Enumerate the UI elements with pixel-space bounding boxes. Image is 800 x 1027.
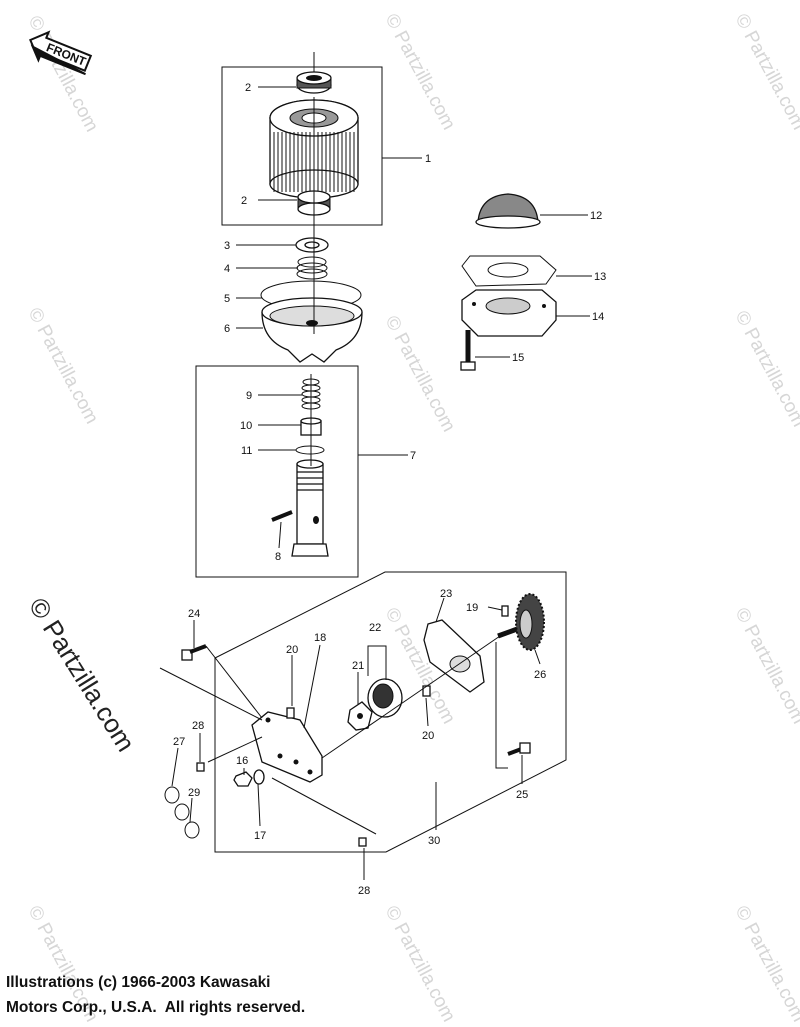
callout-12: 12 [590,210,602,222]
part-3-washer [295,237,329,253]
callout-26: 26 [534,669,546,681]
watermark: © Partzilla.com [381,312,460,435]
group-box-7 [195,365,359,578]
callout-2: 2 [245,82,251,94]
callout-20: 20 [286,644,298,656]
watermark: © Partzilla.com [381,10,460,133]
callout-22: 22 [369,622,381,634]
callout-1: 1 [425,153,431,165]
callout-4: 4 [224,263,230,275]
callout-20: 20 [422,730,434,742]
part-25-bolt [507,742,531,756]
part-8-pin [271,510,293,522]
callout-18: 18 [314,632,326,644]
watermark: © Partzilla.com [731,10,800,133]
copyright-notice: Illustrations (c) 1966-2003 Kawasaki Mot… [6,970,426,1020]
part-2-seal-top [296,71,332,94]
part-20-dowel [286,707,295,719]
callout-10: 10 [240,420,252,432]
callout-28: 28 [358,885,370,897]
part-18-pump-cover [251,711,323,783]
part-17-washer [253,769,265,785]
callout-17: 17 [254,830,266,842]
callout-21: 21 [352,660,364,672]
callout-7: 7 [410,450,416,462]
part-15-bolt [460,330,476,371]
part-21-inner-rotor [347,701,373,731]
group-box-30 [214,571,567,853]
callout-29: 29 [188,787,200,799]
leader-lines [159,86,592,880]
part-28-pin [358,837,367,847]
copyright-line-1: Illustrations (c) 1966-2003 Kawasaki [6,974,271,991]
part-26-pump-gear [497,593,545,651]
part-27-o-ring [164,786,180,804]
group-box-1 [221,66,383,226]
part-11-o-ring [295,445,325,455]
watermark: © Partzilla.com [24,304,103,427]
watermark: © Partzilla.com [731,307,800,430]
part-13-gasket [461,255,557,287]
watermark-layer: © Partzilla.com © Partzilla.com © Partzi… [23,10,800,1025]
callout-25: 25 [516,789,528,801]
watermark: © Partzilla.com [23,592,141,756]
part-7-relief-valve-body [291,459,329,557]
callout-3: 3 [224,240,230,252]
callout-24: 24 [188,608,200,620]
part-14-screen-housing [461,289,557,337]
part-16-nut [233,771,253,787]
callout-labels: 1 2 2 3 4 5 6 7 8 9 10 11 12 13 14 15 16… [173,82,606,897]
part-12-oil-screen [475,193,541,229]
callout-19: 19 [466,602,478,614]
watermark: © Partzilla.com [24,12,103,135]
callout-27: 27 [173,736,185,748]
watermark: © Partzilla.com [731,604,800,727]
part-29-o-ring [184,821,200,839]
callout-13: 13 [594,271,606,283]
part-28-pin [196,762,205,772]
callout-2: 2 [241,195,247,207]
callout-15: 15 [512,352,524,364]
callout-23: 23 [440,588,452,600]
callout-28: 28 [192,720,204,732]
callout-11: 11 [241,445,252,457]
part-6-filter-cover [261,297,363,363]
callout-5: 5 [224,293,230,305]
callout-16: 16 [236,755,248,767]
callout-9: 9 [246,390,252,402]
callout-8: 8 [275,551,281,563]
callout-6: 6 [224,323,230,335]
copyright-line-2: Motors Corp., U.S.A. All rights reserved… [6,999,306,1016]
callout-30: 30 [428,835,440,847]
watermark: © Partzilla.com [731,902,800,1025]
callout-14: 14 [592,311,604,323]
part-24-bolt [181,644,207,661]
part-27-o-ring [174,803,190,821]
part-19-pin [501,605,509,617]
part-22-outer-rotor [367,678,403,718]
part-4-spring [296,256,328,280]
